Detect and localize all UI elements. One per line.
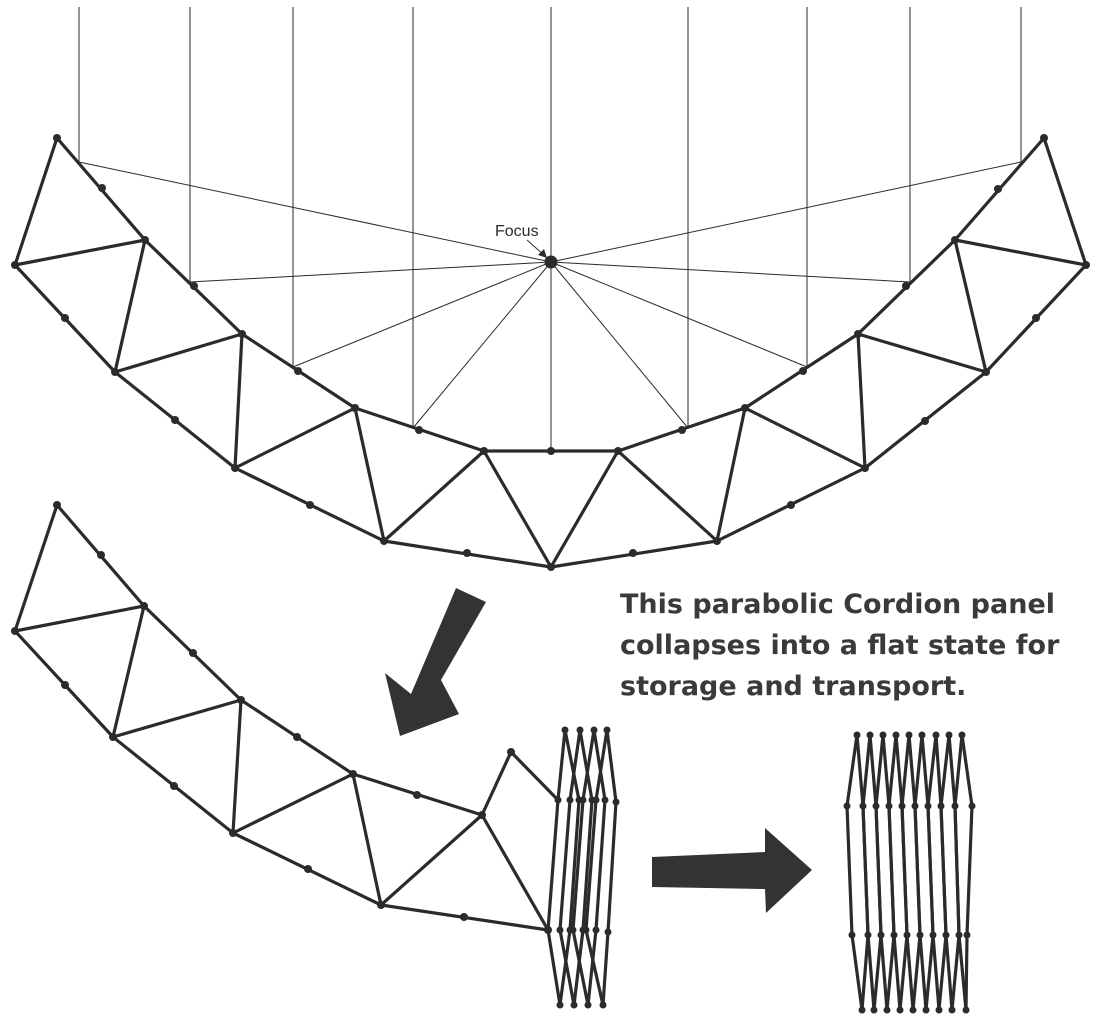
flatten-arrow-icon	[652, 828, 812, 913]
focus-pointer-head	[538, 249, 547, 258]
focus-point	[544, 255, 558, 269]
folded-stack-middle	[546, 728, 618, 1007]
collapse-arrow-icon	[385, 588, 486, 736]
collapsing-panel-nodes	[11, 501, 552, 934]
reflected-rays	[78, 161, 1022, 450]
flat-stack	[845, 733, 974, 1012]
flat-stack-nodes	[843, 731, 976, 1014]
incoming-rays	[78, 7, 1022, 428]
folded-stack-middle-nodes	[544, 726, 620, 1009]
caption: This parabolic Cordion panel collapses i…	[620, 584, 1090, 707]
caption-line-1: This parabolic Cordion panel	[620, 589, 1056, 620]
caption-line-3: storage and transport.	[620, 671, 967, 702]
caption-line-2: collapses into a flat state for	[620, 630, 1060, 661]
focus-label: Focus	[495, 223, 539, 240]
collapsing-panel	[13, 503, 560, 932]
parabolic-panel-nodes	[11, 134, 1090, 571]
